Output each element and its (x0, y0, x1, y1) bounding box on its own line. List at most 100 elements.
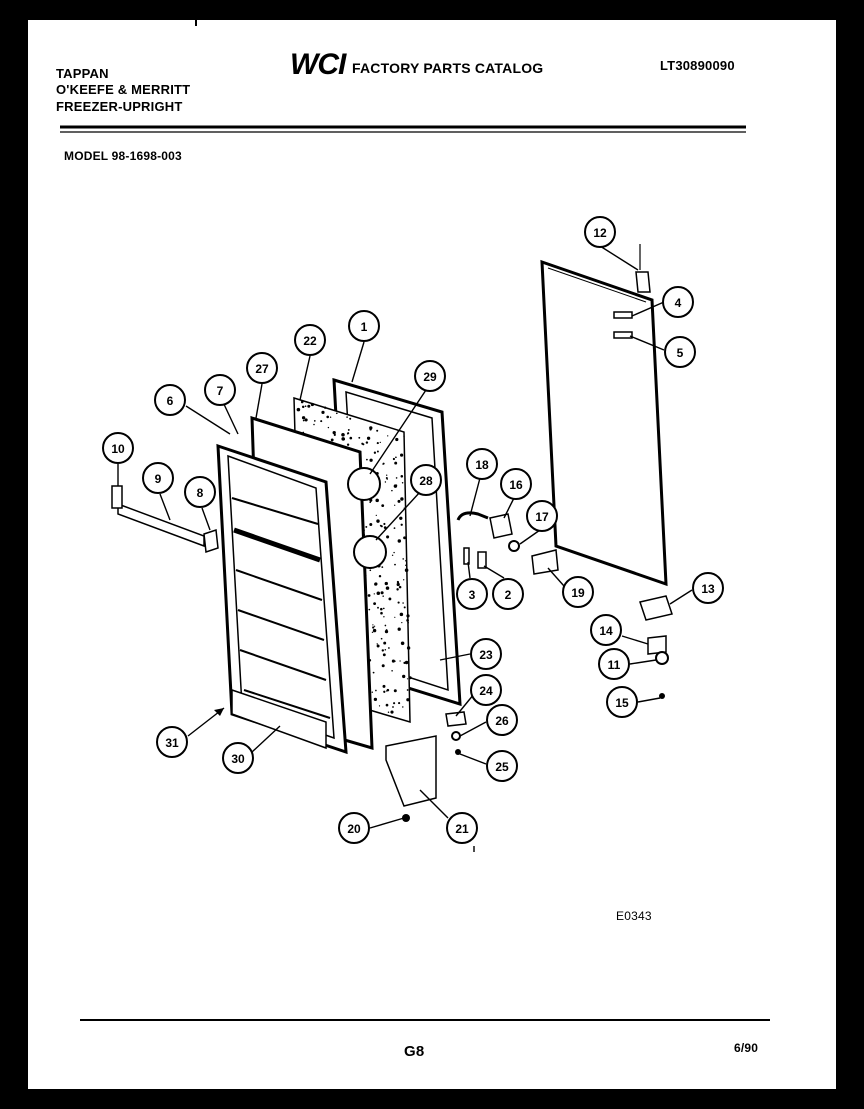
insulation-speck (367, 594, 371, 597)
insulation-speck (383, 522, 386, 526)
insulation-speck (397, 627, 401, 631)
insulation-speck (382, 684, 386, 688)
insulation-speck (383, 690, 386, 693)
insulation-speck (393, 689, 397, 693)
insulation-speck (332, 430, 336, 435)
insulation-speck (320, 420, 323, 423)
callout-circle (446, 812, 478, 844)
callout-circle (348, 310, 380, 342)
insulation-speck (406, 614, 410, 618)
insulation-speck (402, 674, 406, 679)
insulation-speck (375, 689, 377, 692)
insulation-speck (400, 641, 405, 646)
insulation-speck (385, 703, 389, 707)
callout-20: 20 (338, 812, 370, 844)
callout-15: 15 (606, 686, 638, 718)
insulation-speck (382, 653, 386, 657)
callout-label: 19 (571, 586, 585, 600)
insulation-speck (403, 606, 406, 609)
brand-line-2: O'KEEFE & MERRITT (56, 82, 191, 97)
callout-3: 3 (456, 578, 488, 610)
insulation-speck (391, 659, 395, 663)
callout-7: 7 (204, 374, 236, 406)
callout-24: 24 (470, 674, 502, 706)
callout-circle (102, 432, 134, 464)
callout-circle (246, 352, 278, 384)
callout-1: 1 (348, 310, 380, 342)
callout-circle (692, 572, 724, 604)
insulation-speck (369, 458, 373, 462)
callout-circle (590, 614, 622, 646)
callout-circle (526, 500, 558, 532)
insulation-speck (330, 438, 334, 442)
insulation-speck (406, 678, 409, 680)
insulation-speck (401, 481, 404, 484)
handle-cap (531, 549, 559, 575)
insulation-speck (296, 407, 301, 412)
insulation-speck (397, 539, 402, 543)
insulation-speck (404, 568, 409, 572)
insulation-speck (399, 516, 403, 520)
callout-label: 23 (479, 648, 493, 662)
wci-logo: WCI (290, 48, 346, 81)
callout-25: 25 (486, 750, 518, 782)
insulation-speck (374, 582, 378, 586)
insulation-speck (372, 626, 375, 629)
insulation-speck (376, 644, 380, 648)
callout-4: 4 (662, 286, 694, 318)
insulation-speck (384, 624, 387, 627)
insulation-speck (381, 649, 384, 652)
insulation-speck (404, 564, 407, 566)
insulation-speck (395, 437, 399, 442)
insulation-speck (382, 462, 385, 465)
revision-date: 6/90 (734, 1041, 759, 1055)
callout-circle (204, 374, 236, 406)
insulation-speck (380, 637, 383, 640)
insulation-speck (373, 697, 378, 702)
handle-spacer-3 (463, 547, 470, 565)
callout-11: 11 (598, 648, 630, 680)
callout-28: 28 (410, 464, 442, 496)
insulation-speck (398, 702, 401, 705)
insulation-speck (386, 535, 390, 539)
diagram-code: E0343 (616, 909, 652, 923)
insulation-speck (379, 524, 382, 527)
callout-12: 12 (584, 216, 616, 248)
callout-5: 5 (664, 336, 696, 368)
insulation-speck (310, 402, 315, 407)
insulation-speck (393, 702, 396, 705)
callout-31: 31 (156, 726, 188, 758)
insulation-speck (401, 622, 403, 624)
insulation-speck (301, 405, 305, 409)
callout-22: 22 (294, 324, 326, 356)
callout-label: 6 (167, 394, 174, 408)
insulation-speck (377, 606, 379, 609)
insulation-speck (368, 608, 371, 611)
hinge-bracket (647, 635, 667, 655)
callout-17: 17 (526, 500, 558, 532)
callout-circle (142, 462, 174, 494)
callout-18: 18 (466, 448, 498, 480)
insulation-speck (346, 416, 348, 418)
insulation-speck (403, 579, 405, 581)
callout-label: 21 (455, 822, 469, 836)
callout-circle (662, 286, 694, 318)
callout-19: 19 (562, 576, 594, 608)
insulation-speck (400, 453, 404, 457)
insulation-speck (341, 437, 345, 441)
insulation-speck (349, 436, 353, 440)
insulation-speck (307, 404, 311, 408)
callout-label: 22 (303, 334, 317, 348)
insulation-speck (403, 536, 407, 540)
insulation-speck (384, 648, 387, 651)
end-cap (111, 485, 123, 509)
insulation-speck (395, 477, 398, 479)
insulation-speck (381, 504, 385, 507)
insulation-speck (384, 481, 387, 483)
insulation-speck (369, 569, 372, 572)
insulation-speck (369, 501, 372, 504)
insulation-speck (406, 689, 409, 691)
brand-line-1: TAPPAN (56, 66, 109, 81)
top-hinge-pin (635, 271, 651, 293)
insulation-speck (383, 616, 385, 618)
